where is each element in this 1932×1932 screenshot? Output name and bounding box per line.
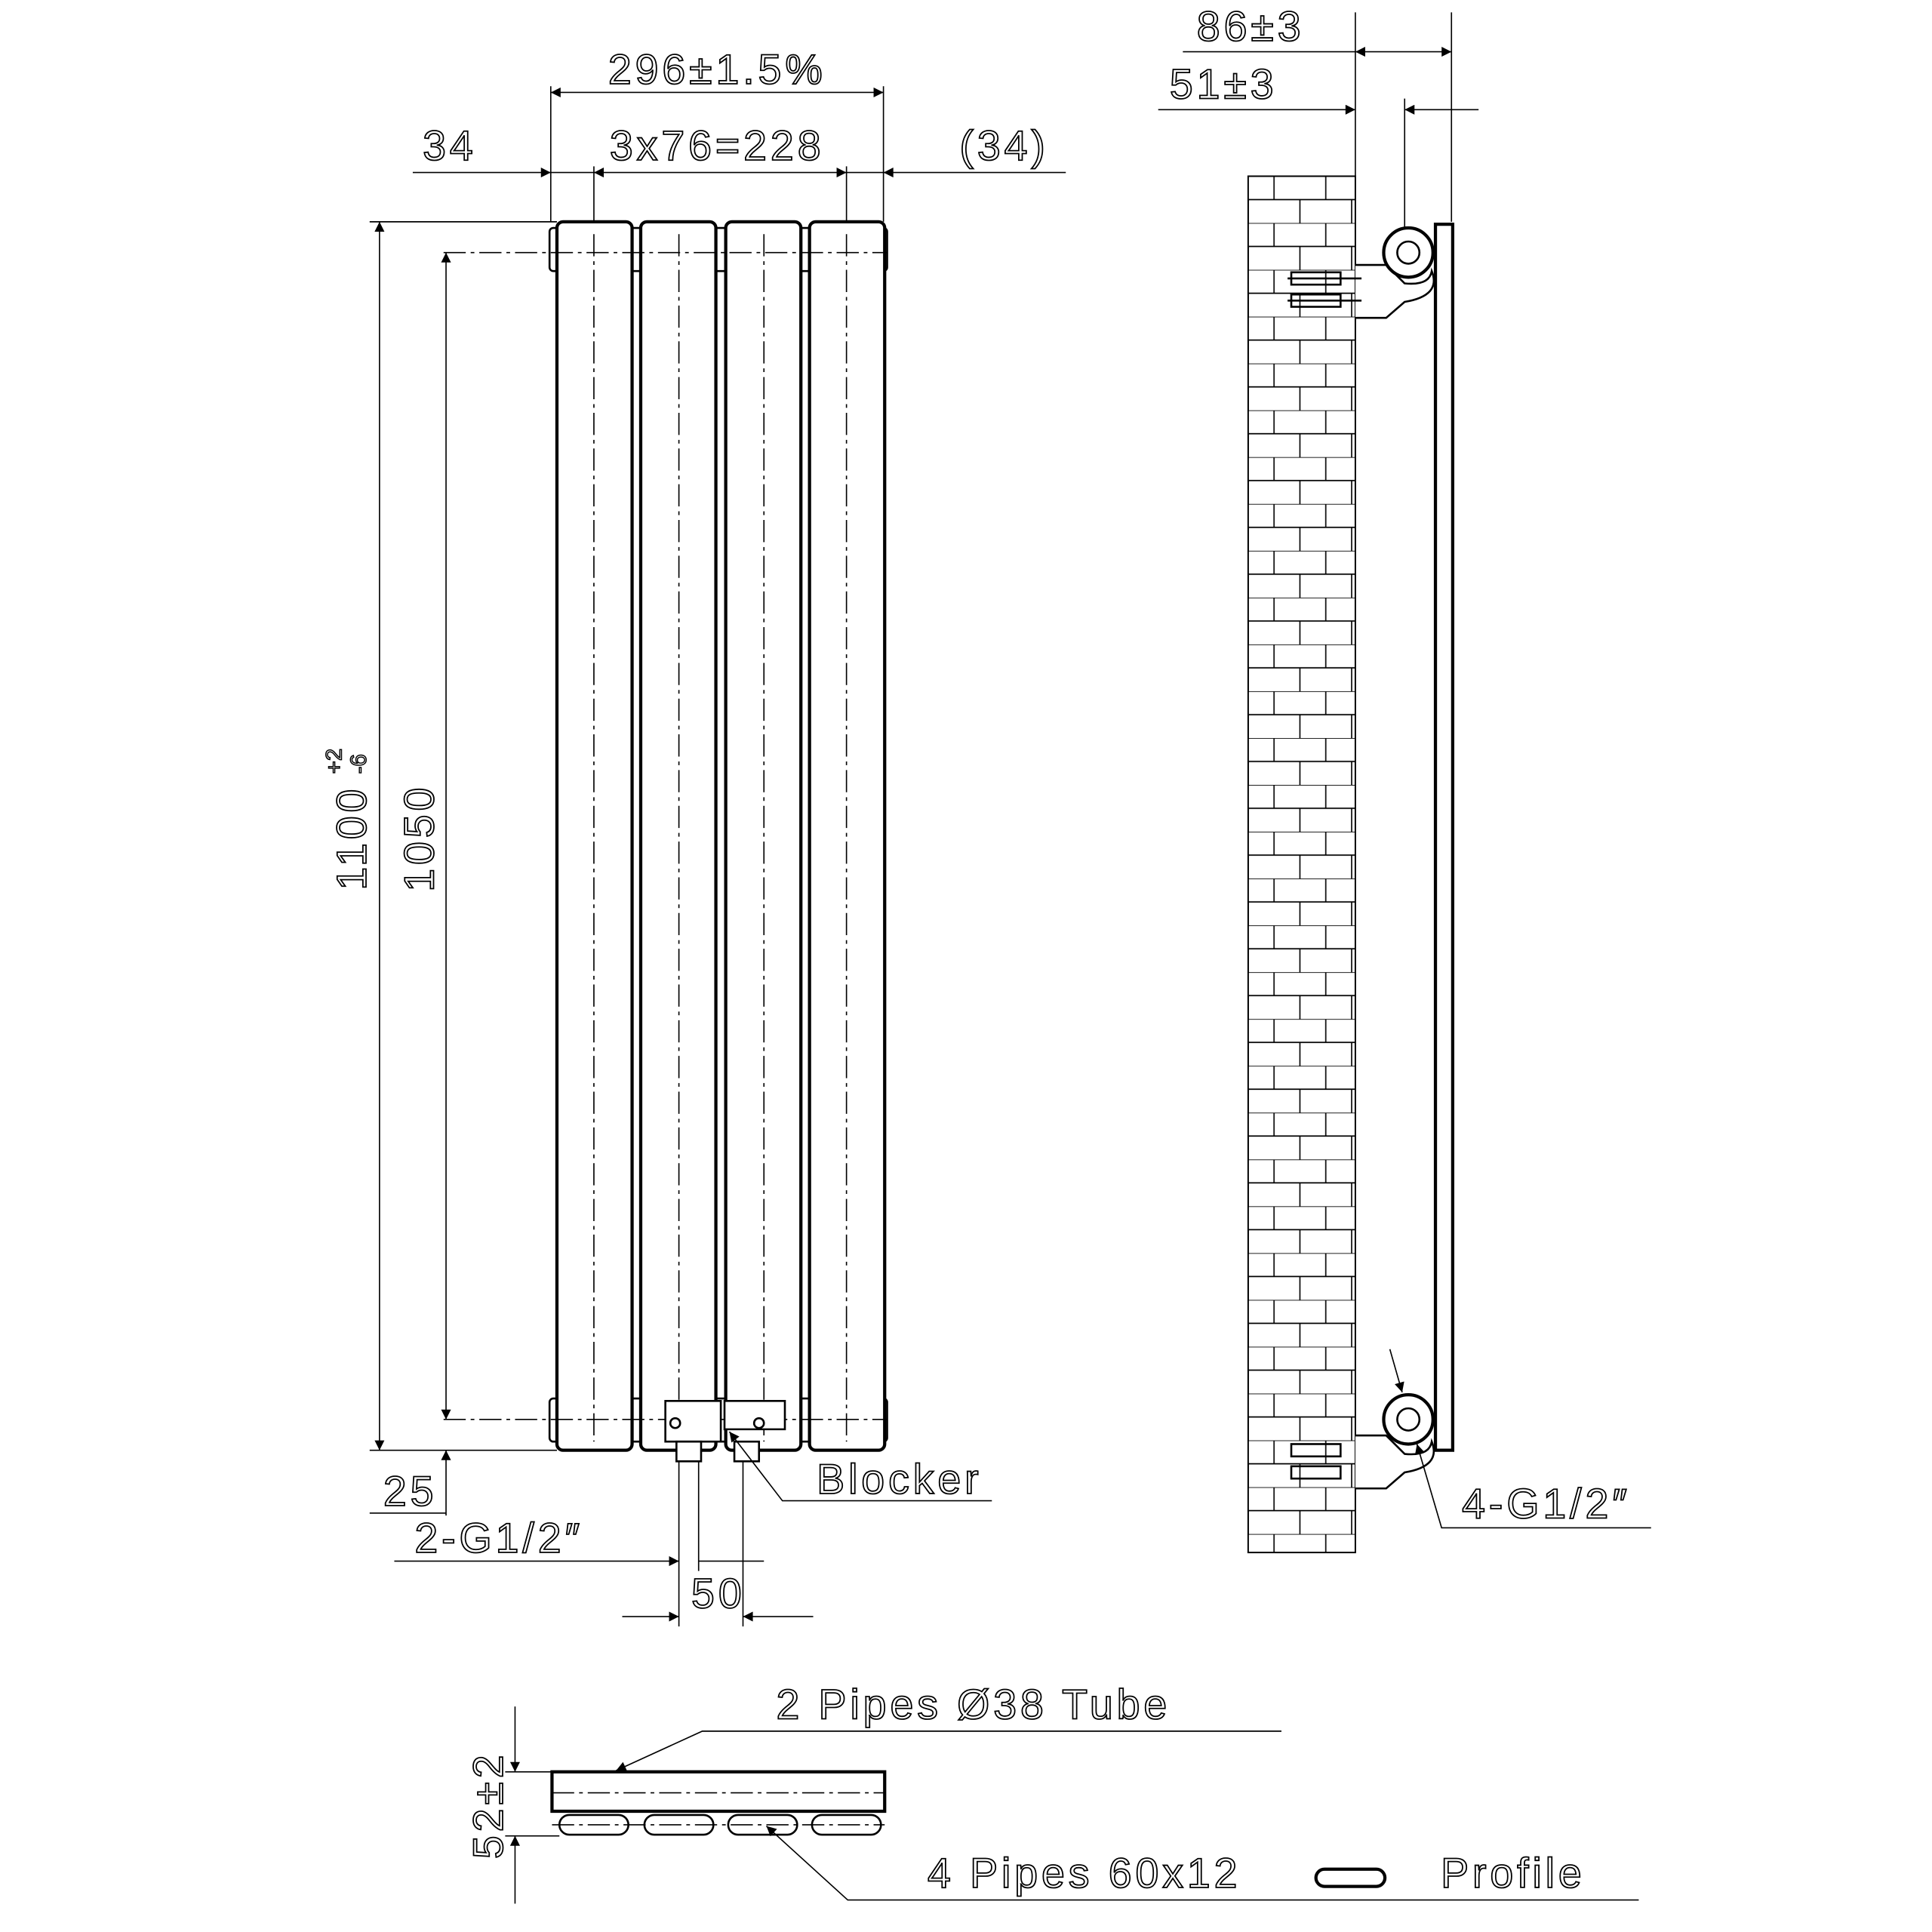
profile-pipes [552, 1814, 885, 1836]
bottom-bracket [1290, 1393, 1435, 1490]
connections-label: 2-G1/2″ [414, 1515, 583, 1561]
profile-label-suffix: Profile [1441, 1850, 1586, 1897]
dim-height-tol-upper: +2 [321, 749, 346, 774]
blocker-label: Blocker [817, 1456, 982, 1503]
radiator-panel-side [1433, 223, 1455, 1452]
side-view: 86±3 51±3 4-G1/2″ [1158, 2, 1651, 1554]
brick-wall [1247, 175, 1356, 1554]
plan-view: 52±2 2 Pipes Ø38 Tube 4 Pipes 60x12 Prof… [464, 1681, 1639, 1904]
dim-depth-total: 86±3 [1197, 3, 1305, 50]
dim-left-margin: 34 [423, 122, 477, 169]
dim-overall-width: 296±1.5% [608, 46, 826, 93]
vertical-tubes [443, 220, 888, 1452]
dim-height: 1100 [328, 786, 375, 891]
tube-38-section [550, 1770, 887, 1814]
top-bracket [1287, 226, 1435, 319]
dim-wall-gap: 51±3 [1170, 61, 1278, 108]
dim-height-tol-lower: -6 [346, 754, 371, 774]
dim-centers: 1050 [396, 784, 443, 892]
dim-right-margin: (34) [959, 122, 1048, 169]
rounded-oval-profile-icon [1314, 1867, 1387, 1888]
dim-connection-spacing: 50 [691, 1571, 746, 1617]
dim-pitch: 3x76=228 [610, 122, 825, 169]
dim-bottom-offset: 25 [383, 1468, 438, 1515]
profile-label-prefix: 4 Pipes 60x12 [928, 1850, 1241, 1897]
front-view: 296±1.5% 34 3x76=228 (34) 1100 +2 -6 105… [321, 45, 1066, 1627]
valve-assembly [664, 1400, 786, 1463]
tube-label: 2 Pipes Ø38 Tube [776, 1681, 1171, 1728]
top-header [548, 226, 888, 272]
dim-plan-depth: 52±2 [465, 1752, 512, 1860]
side-connections-label: 4-G1/2″ [1462, 1480, 1631, 1527]
